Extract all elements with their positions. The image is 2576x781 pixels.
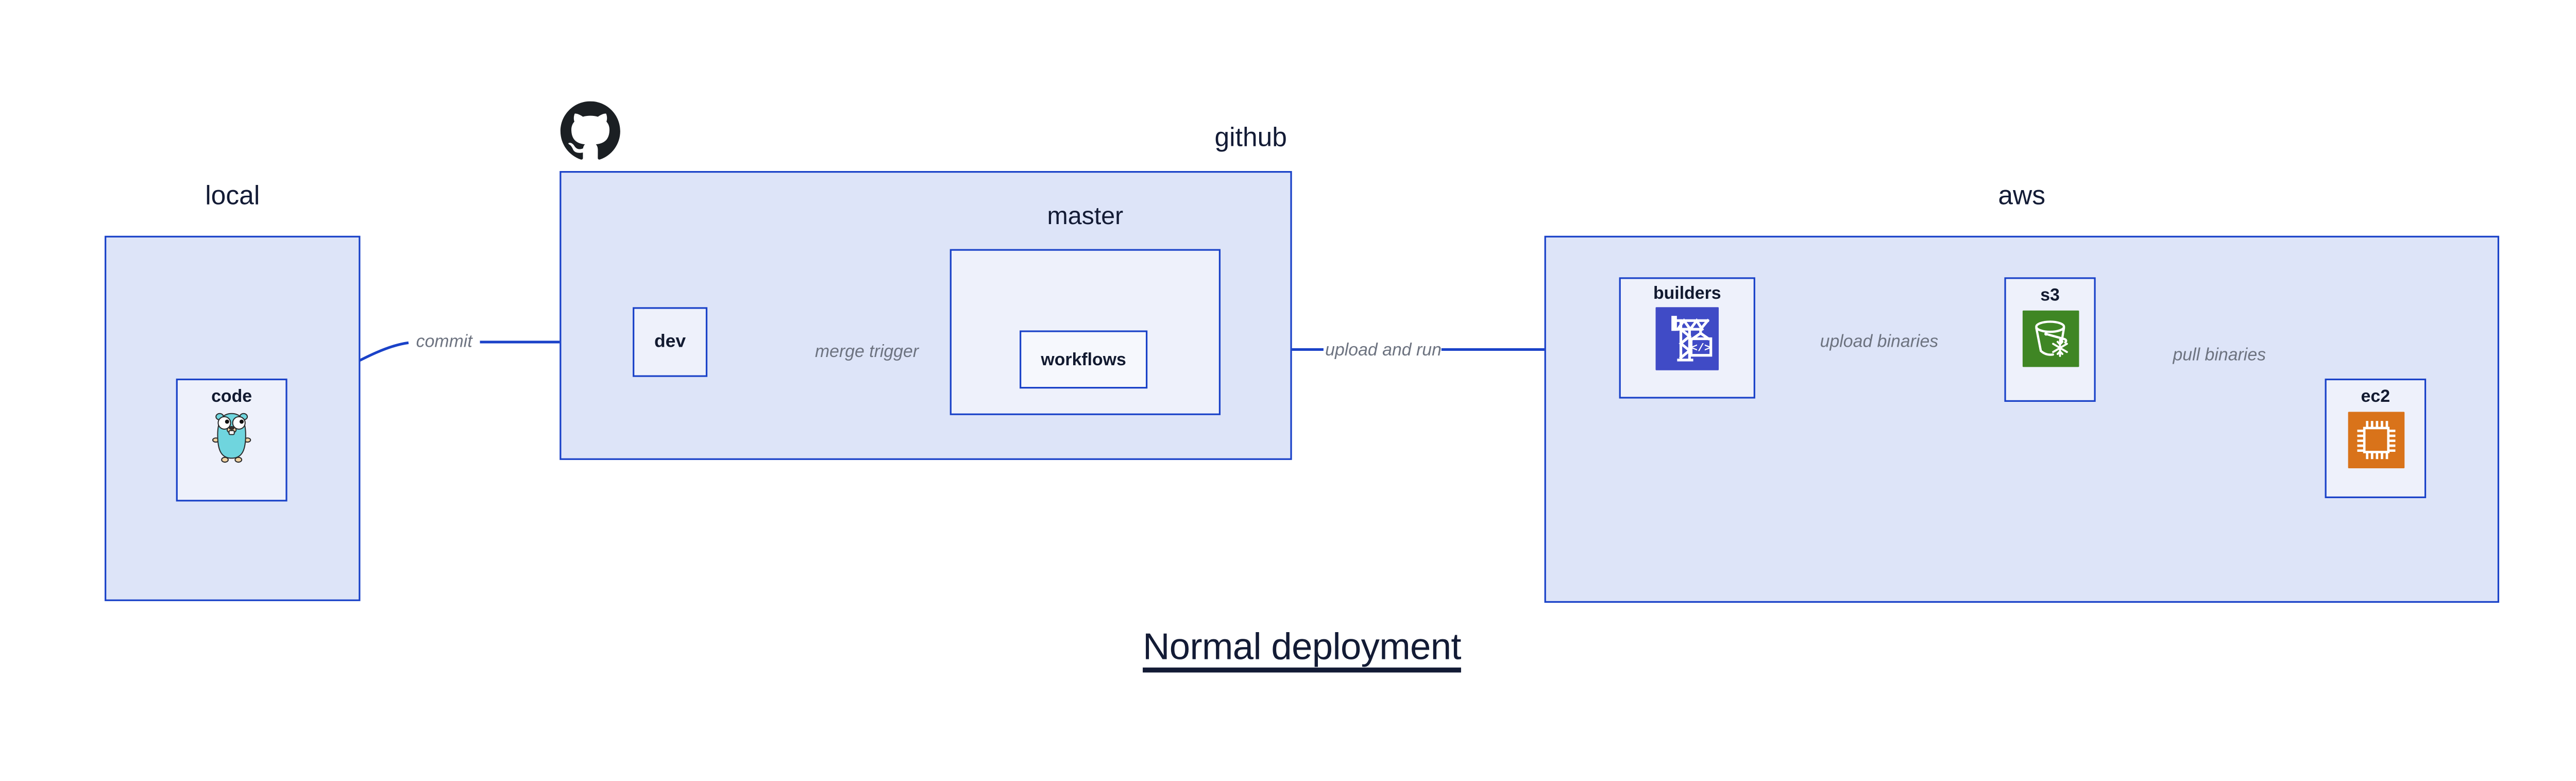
node-dev-label: dev — [654, 332, 686, 352]
node-builders-label: builders — [1653, 284, 1721, 304]
ec2-chip-icon — [2347, 412, 2404, 468]
node-code: code — [176, 378, 287, 502]
node-ec2-label: ec2 — [2361, 387, 2391, 407]
github-group-label: github — [1214, 124, 1287, 153]
node-s3: s3 — [2004, 277, 2096, 402]
gopher-icon — [212, 413, 251, 463]
edge-commit-label: commit — [416, 332, 472, 352]
node-workflows-label: workflows — [1041, 349, 1126, 370]
github-octocat-icon — [560, 101, 620, 160]
edge-upload-binaries-label: upload binaries — [1820, 332, 1939, 352]
local-group-label: local — [205, 182, 260, 211]
node-builders: builders </> — [1619, 277, 1755, 399]
s3-glacier-bucket-icon — [2022, 310, 2078, 367]
node-code-label: code — [211, 387, 252, 407]
node-workflows: workflows — [1020, 330, 1148, 389]
node-dev: dev — [633, 307, 708, 377]
node-ec2: ec2 — [2325, 378, 2427, 498]
aws-group-label: aws — [1998, 182, 2046, 211]
edge-pull-binaries-label: pull binaries — [2173, 345, 2266, 366]
diagram-title: Normal deployment — [1143, 626, 1461, 668]
codebuild-code-glyph: </> — [1691, 342, 1711, 354]
master-group-label: master — [1047, 202, 1124, 231]
edge-upload-and-run-label: upload and run — [1325, 339, 1442, 360]
node-s3-label: s3 — [2040, 285, 2060, 306]
edge-merge-trigger-label: merge trigger — [815, 341, 919, 362]
codebuild-crane-icon: </> — [1655, 307, 1719, 370]
